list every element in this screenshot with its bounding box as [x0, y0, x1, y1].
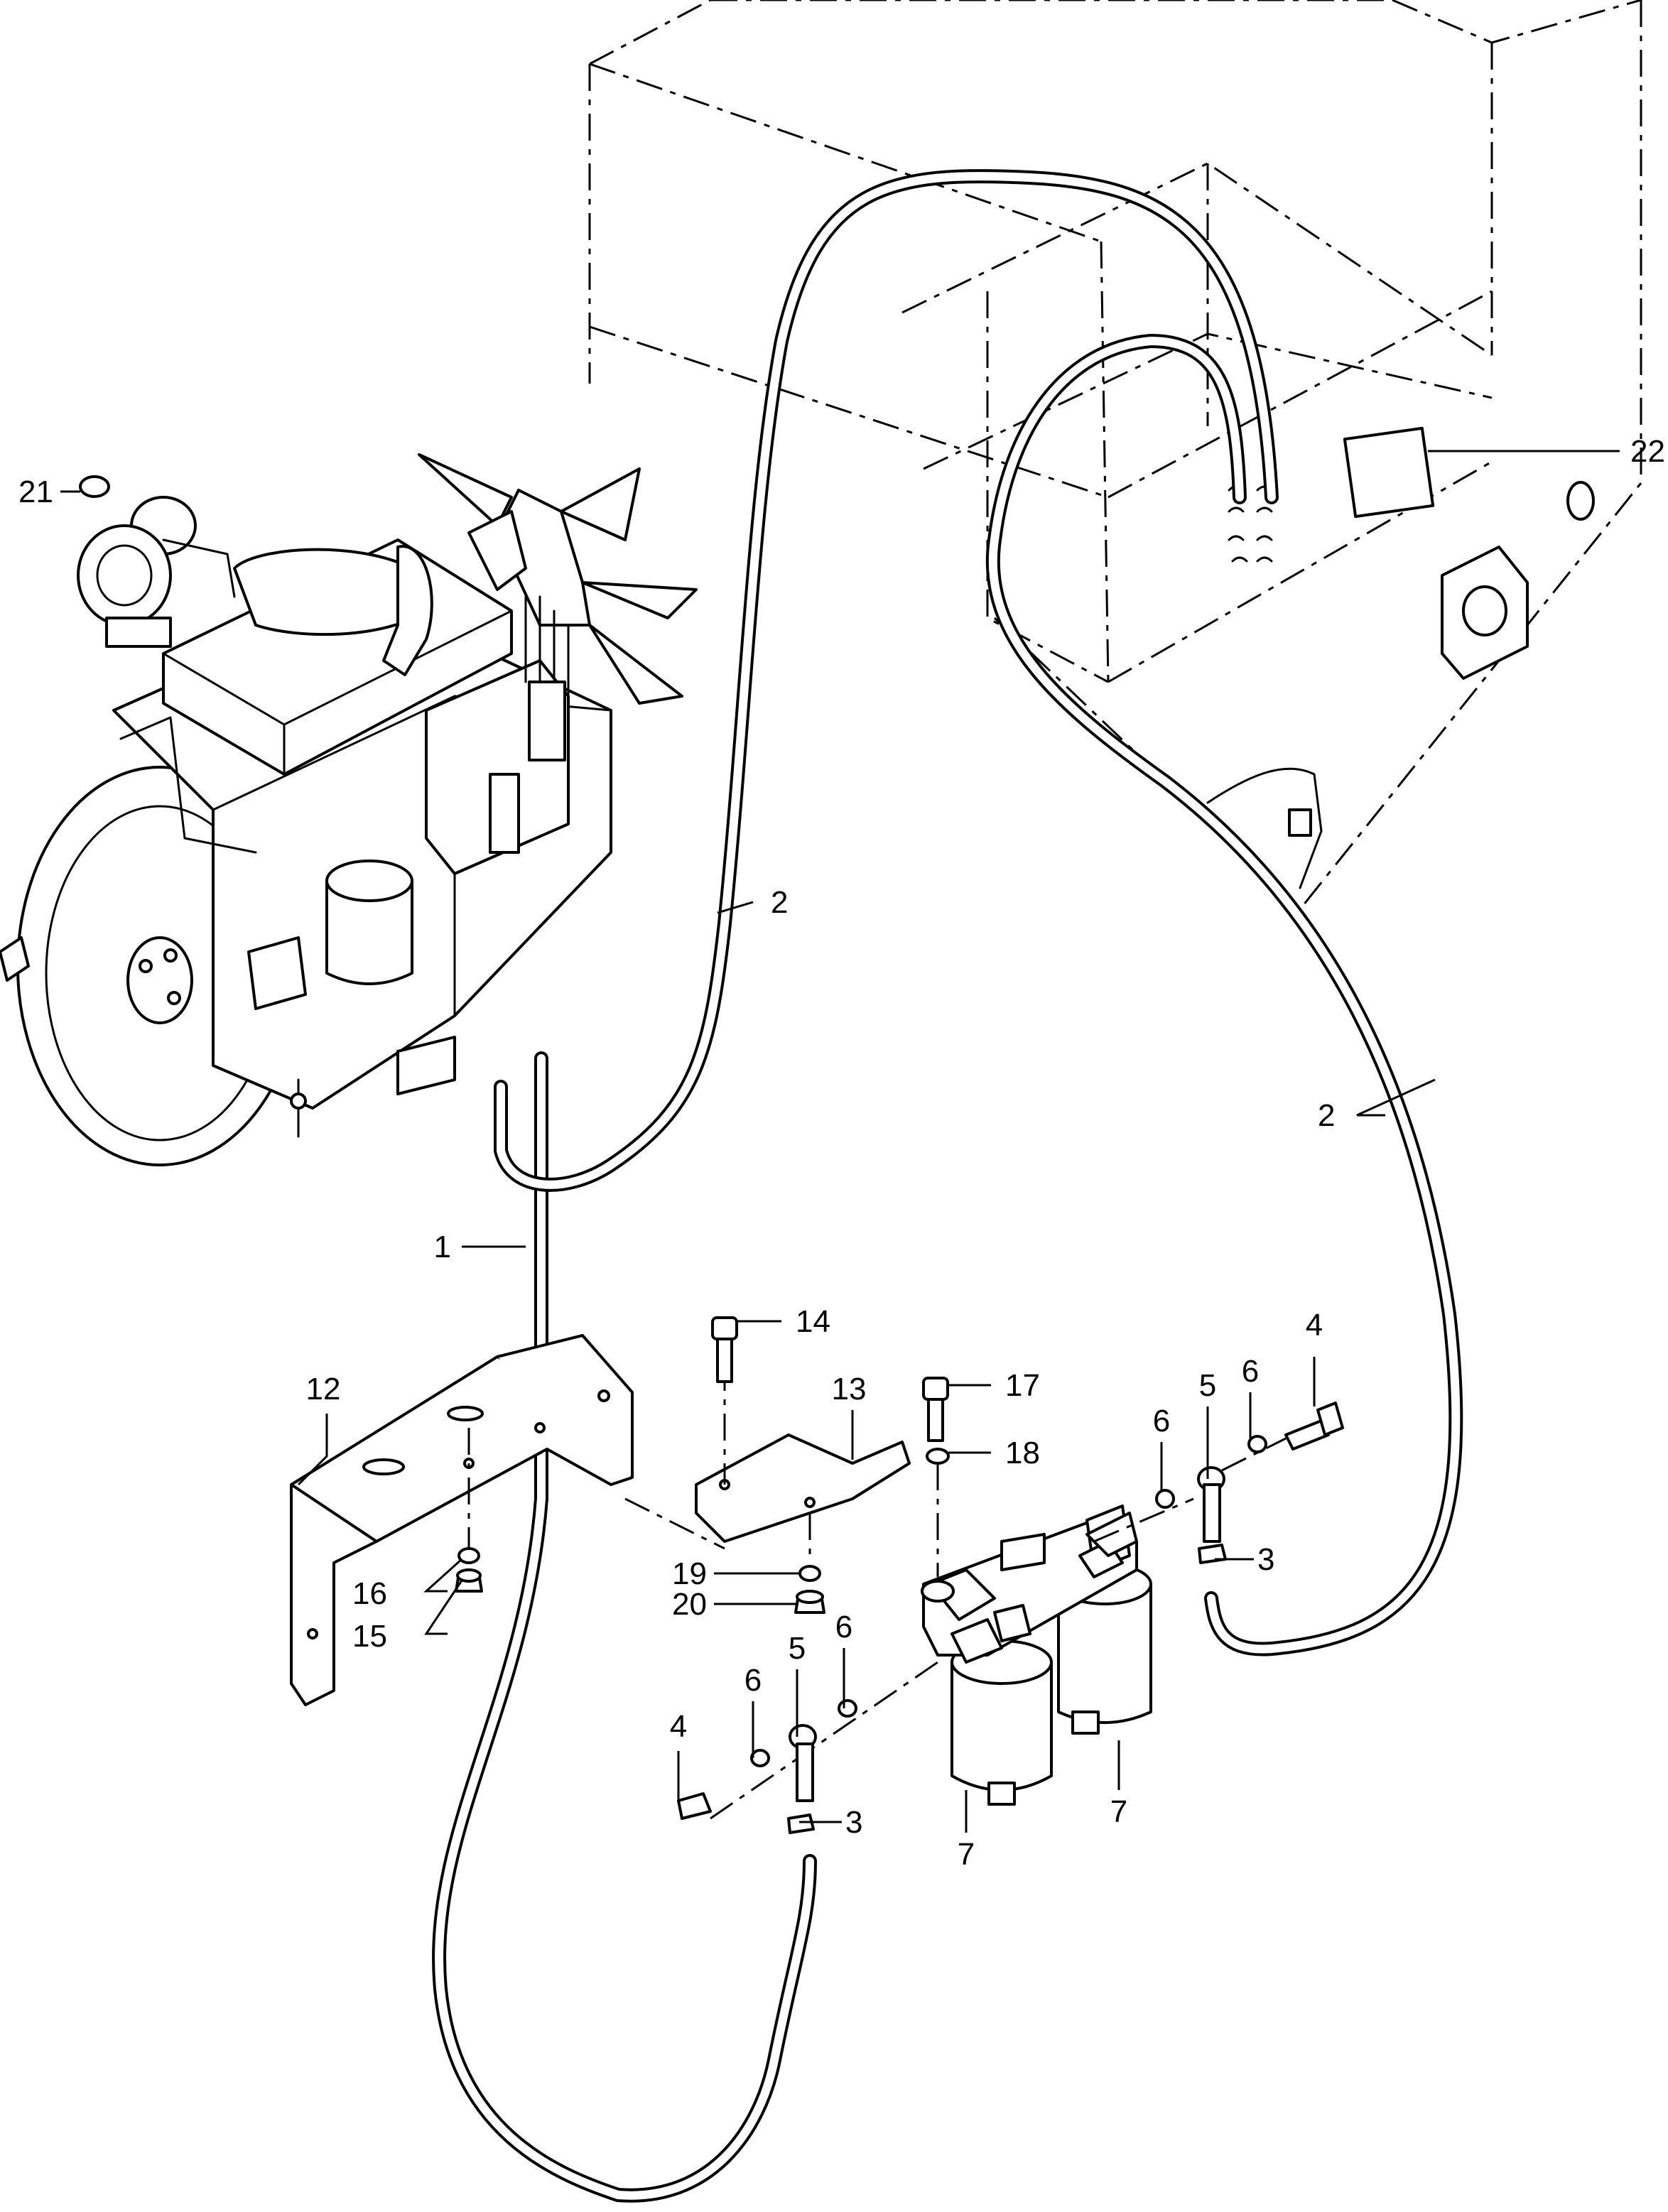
- banjo-fitting-left: [677, 1661, 938, 1834]
- nut-15: [455, 1568, 483, 1593]
- callout-22: 22: [1630, 434, 1665, 469]
- callout-4: 4: [1306, 1308, 1323, 1343]
- callout-20: 20: [672, 1587, 707, 1622]
- bolt-14: [711, 1316, 738, 1383]
- washer-18: [926, 1448, 950, 1577]
- nut-20: [794, 1590, 825, 1614]
- callout-18: 18: [1005, 1436, 1040, 1470]
- callout-2: 2: [771, 885, 788, 920]
- fuel-filter-7-left: [951, 1639, 1053, 1806]
- engine-assembly: [0, 453, 698, 1166]
- callout-6: 6: [744, 1663, 762, 1698]
- washer-16: [457, 1547, 480, 1564]
- callout-5: 5: [1199, 1368, 1216, 1403]
- tank-fittings: [1206, 426, 1595, 889]
- callout-6: 6: [1153, 1404, 1170, 1438]
- bracket-12: [290, 1334, 634, 1706]
- callout-13: 13: [832, 1372, 867, 1406]
- callout-12: 12: [306, 1372, 341, 1406]
- callout-17: 17: [1005, 1368, 1040, 1403]
- callout-16: 16: [352, 1576, 387, 1611]
- callout-5: 5: [789, 1631, 806, 1666]
- fuel-tank-phantom: [588, 0, 1642, 911]
- fuel-hose-2-return: [494, 168, 1279, 1192]
- callout-2: 2: [1318, 1098, 1335, 1133]
- fuel-hose-2-supply: [985, 333, 1463, 1657]
- callout-14: 14: [796, 1304, 830, 1339]
- washer-19: [798, 1565, 821, 1582]
- callout-15: 15: [352, 1619, 387, 1654]
- leader-lines: [60, 450, 1620, 1833]
- bolt-17: [922, 1377, 949, 1442]
- callout-1: 1: [434, 1230, 451, 1264]
- callout-7: 7: [1110, 1794, 1127, 1829]
- callout-3: 3: [1257, 1542, 1274, 1577]
- callout-7: 7: [958, 1837, 975, 1872]
- callout-21: 21: [18, 475, 53, 509]
- callout-19: 19: [672, 1556, 707, 1591]
- callout-6: 6: [835, 1610, 852, 1644]
- bracket-13: [624, 1364, 911, 1563]
- fuel-hose-1: [432, 1051, 817, 2203]
- banjo-fitting-right: [1093, 1402, 1344, 1543]
- callout-4: 4: [670, 1709, 687, 1744]
- callout-3: 3: [845, 1805, 862, 1840]
- callout-6: 6: [1242, 1354, 1259, 1389]
- callout-labels: 1 2 2 3 3 4 4 5 5 6 6 6 6 7 7 12 13 14 1…: [18, 434, 1665, 1872]
